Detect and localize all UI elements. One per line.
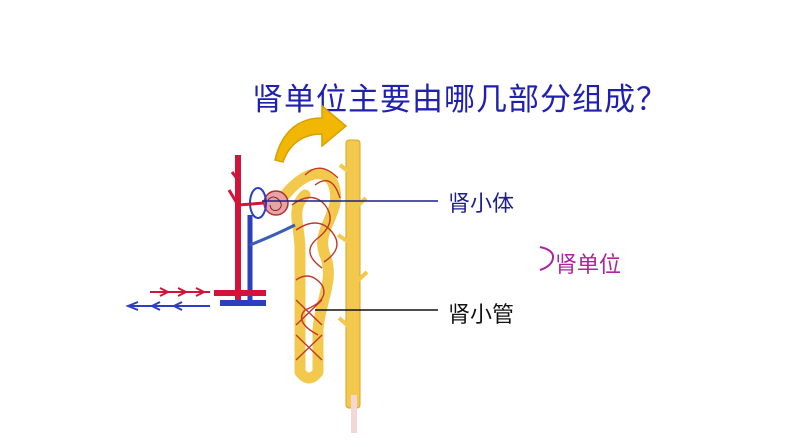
proximal-tubule <box>279 168 342 378</box>
afferent-arteriole <box>237 201 265 207</box>
slide-question: 肾单位主要由哪几部分组成？ <box>252 82 668 118</box>
label-renal-tubule: 肾小管 <box>448 303 515 328</box>
flow-arrows <box>125 287 210 311</box>
collecting-duct <box>345 139 361 409</box>
venous-branch <box>249 223 296 247</box>
glomerulus <box>263 190 289 216</box>
stamp-marks <box>351 395 357 433</box>
label-nephron: 肾单位 <box>555 253 622 278</box>
arterial-branches <box>227 171 240 206</box>
loop-bend <box>295 368 323 384</box>
curved-arrow-icon <box>274 104 348 163</box>
label-renal-corpuscle: 肾小体 <box>448 192 515 217</box>
loop-of-henle <box>291 189 311 378</box>
brace-icon <box>539 246 555 271</box>
duct-branches <box>336 163 369 332</box>
peritubular-capillaries <box>291 167 341 361</box>
glomerulus-coils <box>267 196 282 211</box>
arcuate-artery <box>214 290 266 296</box>
arcuate-vein <box>220 300 266 306</box>
